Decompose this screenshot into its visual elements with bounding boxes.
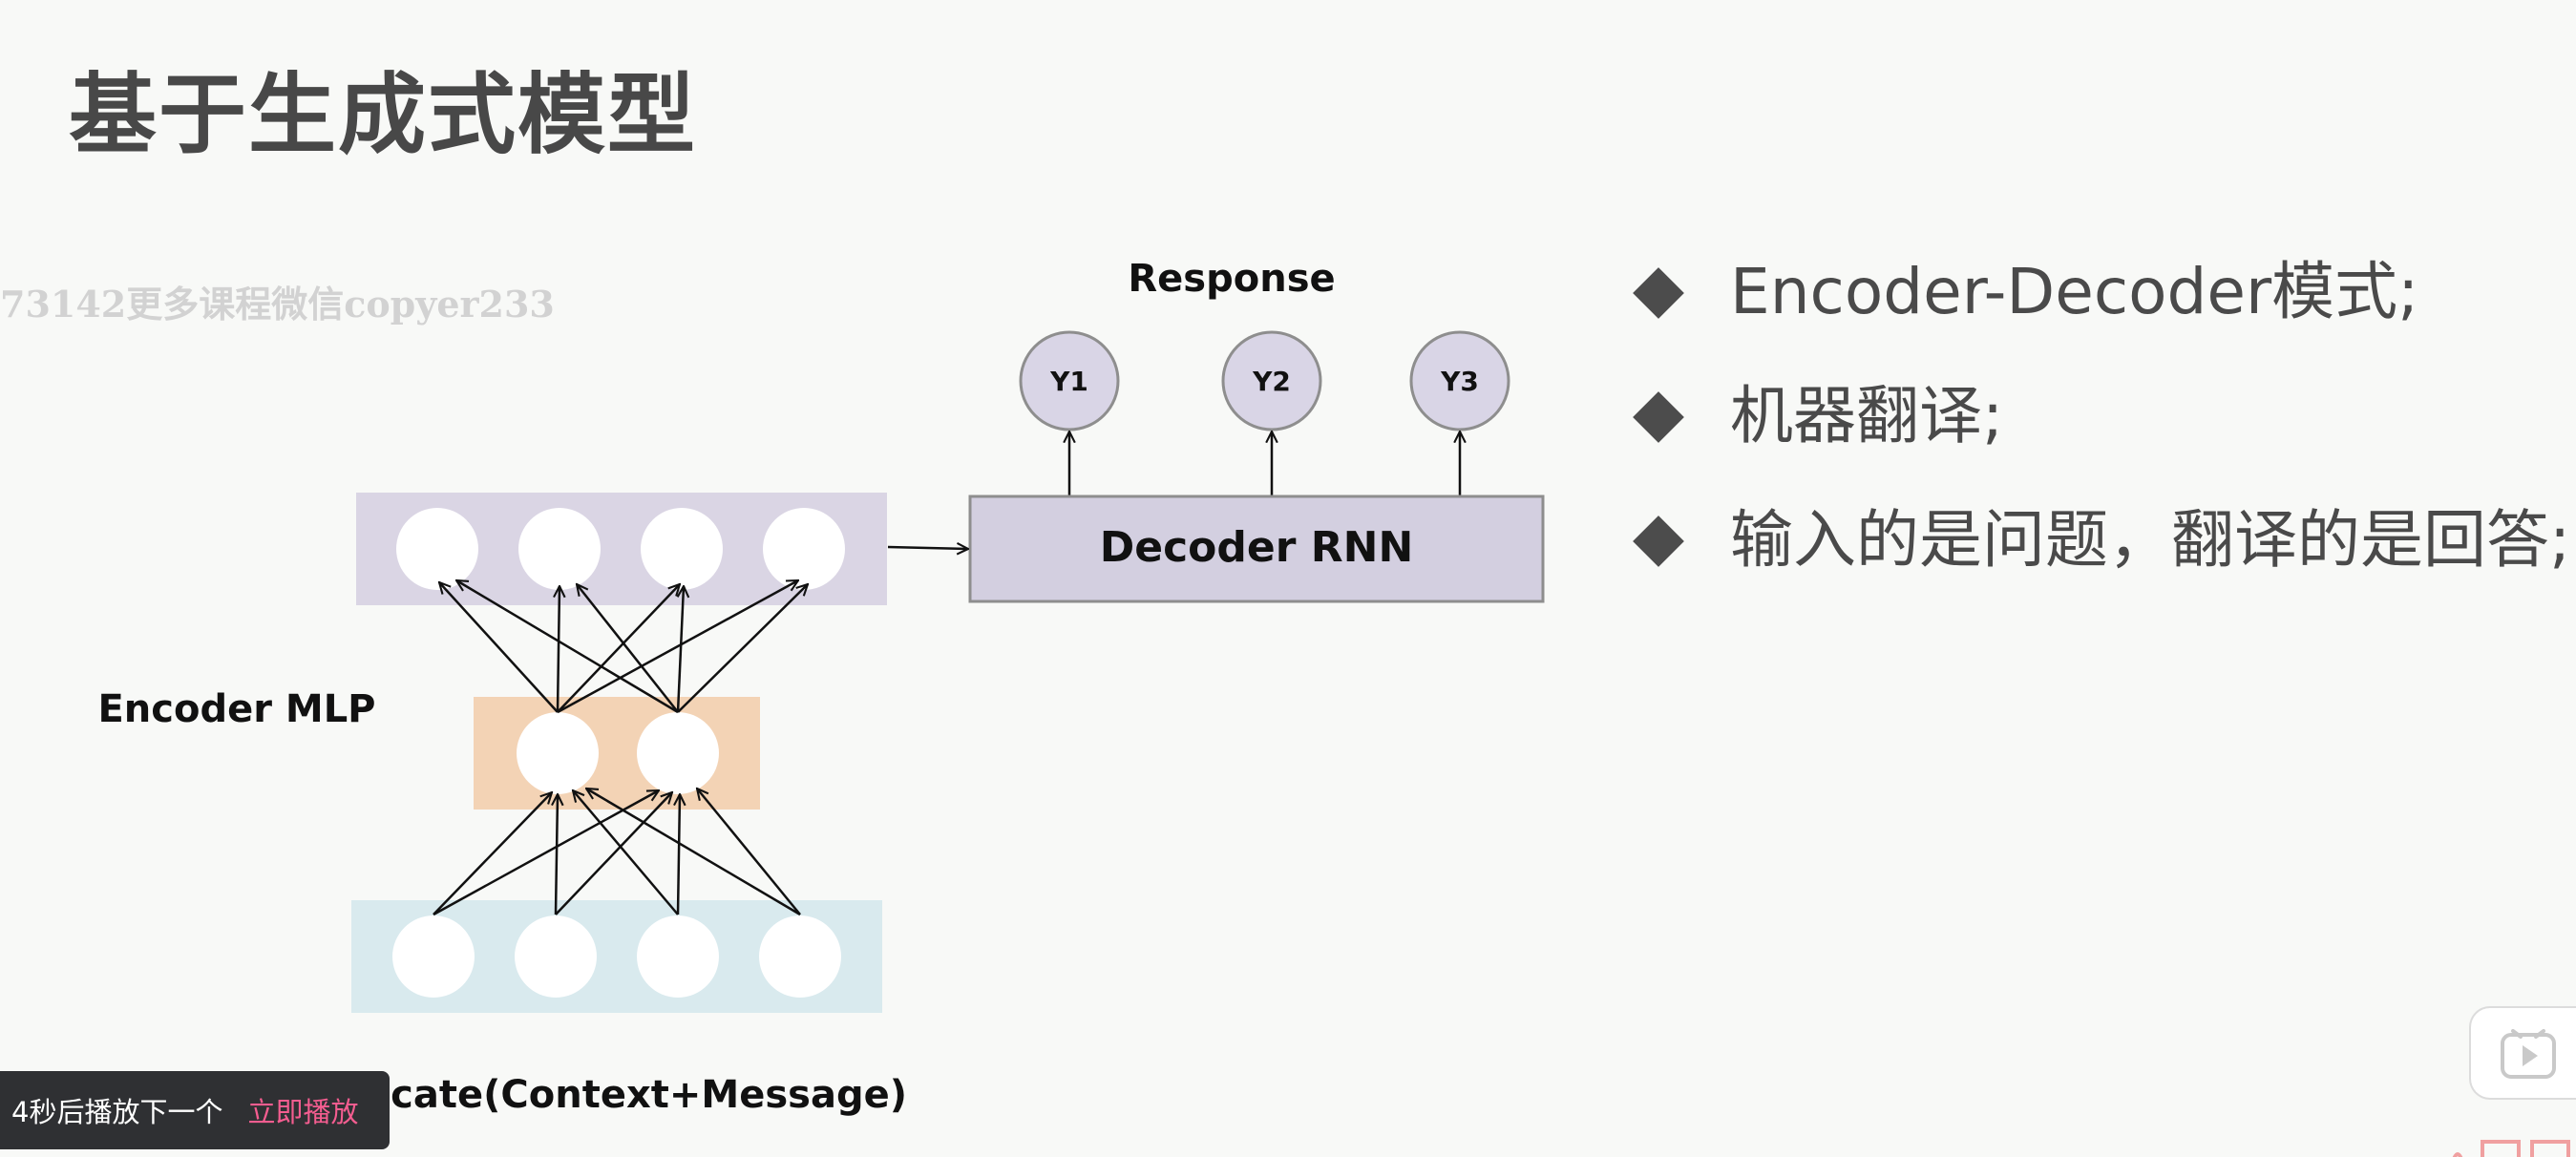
input-node [515,915,597,998]
play-now-link[interactable]: 立即播放 [247,1096,359,1128]
decoder-rnn-box: Decoder RNN [968,494,1545,603]
autoplay-message: 4秒后播放下一个 [11,1096,223,1128]
slide-title: 基于生成式模型 [69,64,698,166]
bullet-text: 机器翻译; [1730,379,2004,452]
encoder-mlp-label: Encoder MLP [97,687,375,731]
play-icon [2501,1029,2556,1079]
encoder-output-node [396,508,478,590]
diamond-bullet-icon [1633,391,1684,443]
play-button[interactable] [2469,1006,2576,1100]
input-layer [351,900,882,1013]
decoder-label: Decoder RNN [1100,523,1414,572]
encoder-decoder-diagram: Response Y1 Y2 Y3 Decoder RNN Encoder ML… [97,257,1545,1117]
output-node-y2: Y2 [1221,330,1322,431]
arrow-encoder-to-decoder [887,547,968,549]
encoder-output-node [763,508,845,590]
output-node-y1: Y1 [1019,330,1120,431]
output-node-y3: Y3 [1409,330,1510,431]
encoder-output-node [518,508,601,590]
hidden-node [637,712,719,794]
input-to-hidden-connections [433,789,801,916]
input-node [392,915,475,998]
hidden-to-output-connections [439,580,808,714]
output-label-y1: Y1 [1049,366,1088,397]
input-node [759,915,841,998]
encoder-output-layer [356,493,887,605]
output-label-y2: Y2 [1252,366,1291,397]
hidden-node [517,712,599,794]
encoder-output-node [641,508,723,590]
input-node [637,915,719,998]
diamond-bullet-icon [1633,515,1684,567]
watermark-text: 73142更多课程微信copyer233 [0,283,555,326]
bullet-text: Encoder-Decoder模式; [1730,255,2419,328]
hidden-layer [474,697,760,810]
response-label: Response [1128,257,1335,301]
input-label: Concate(Context+Message) [309,1073,907,1117]
output-label-y3: Y3 [1440,366,1479,397]
bullet-text: 输入的是问题，翻译的是回答; [1730,503,2571,577]
diamond-bullet-icon [1633,267,1684,319]
autoplay-toast: 4秒后播放下一个 立即播放 [0,1071,390,1149]
logo-icon [2444,1136,2576,1157]
